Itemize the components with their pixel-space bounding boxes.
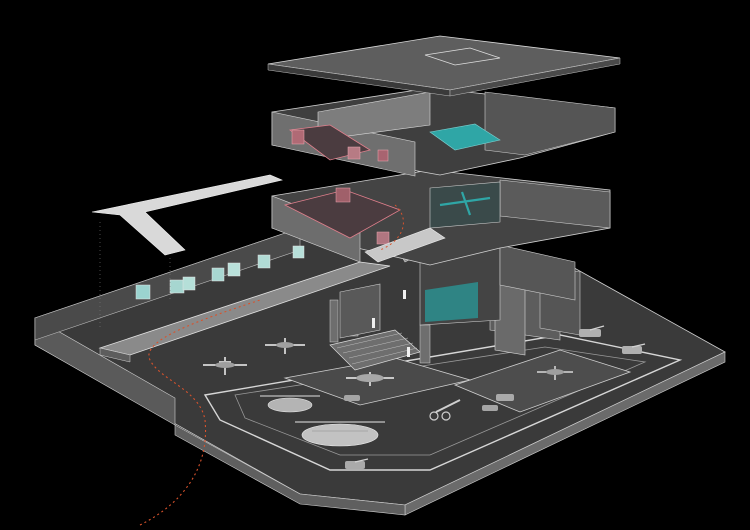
- roof-edge: [449, 57, 621, 97]
- aircraft-icon: [439, 191, 491, 216]
- entry-ramp-side: [99, 347, 131, 363]
- exhibit-case: [335, 187, 351, 203]
- aircraft-icon: [265, 338, 305, 354]
- column: [419, 324, 431, 364]
- level-2-teal-exhibit: [429, 181, 501, 229]
- staircase-icon: [329, 329, 421, 371]
- level-3-teal-exhibit: [429, 123, 501, 151]
- exhibit-panels: [135, 245, 305, 300]
- level-2-galleries: [271, 169, 611, 266]
- helicopter-icon: [260, 395, 320, 413]
- tank-icon: [579, 325, 605, 337]
- atrium-teal-display: [425, 282, 478, 322]
- roof-slab: [267, 35, 621, 91]
- floating-walkway: [91, 174, 283, 330]
- tank-icon: [496, 394, 514, 401]
- atrium-side-wall: [499, 244, 576, 301]
- roof: [267, 35, 621, 97]
- skylight: [424, 47, 501, 66]
- aircraft-icon: [346, 372, 394, 386]
- partition-wall: [339, 283, 381, 339]
- aircraft-icon: [537, 366, 573, 380]
- display-track-inner: [234, 346, 647, 456]
- tank-icon: [344, 395, 360, 401]
- level-3-right-block: [484, 91, 616, 156]
- artillery-icon: [429, 399, 461, 421]
- tank-icon: [622, 343, 646, 354]
- aircraft-icon: [203, 357, 247, 375]
- column: [329, 299, 339, 343]
- helicopter-icon: [295, 421, 385, 447]
- tank-icon: [345, 458, 369, 469]
- level-2-pink-exhibit: [283, 189, 401, 239]
- exhibit-case: [291, 129, 305, 145]
- tank-icon: [482, 405, 498, 411]
- level-3-galleries: [271, 87, 616, 177]
- exhibit-case: [347, 146, 361, 160]
- level-2-ramp: [364, 227, 446, 263]
- exhibit-case: [376, 231, 390, 245]
- ground-front-left-wall: [174, 424, 406, 516]
- ground-exhibition-hall: [34, 227, 726, 526]
- exhibit-case: [377, 149, 389, 162]
- visitor-route-path: [379, 204, 404, 251]
